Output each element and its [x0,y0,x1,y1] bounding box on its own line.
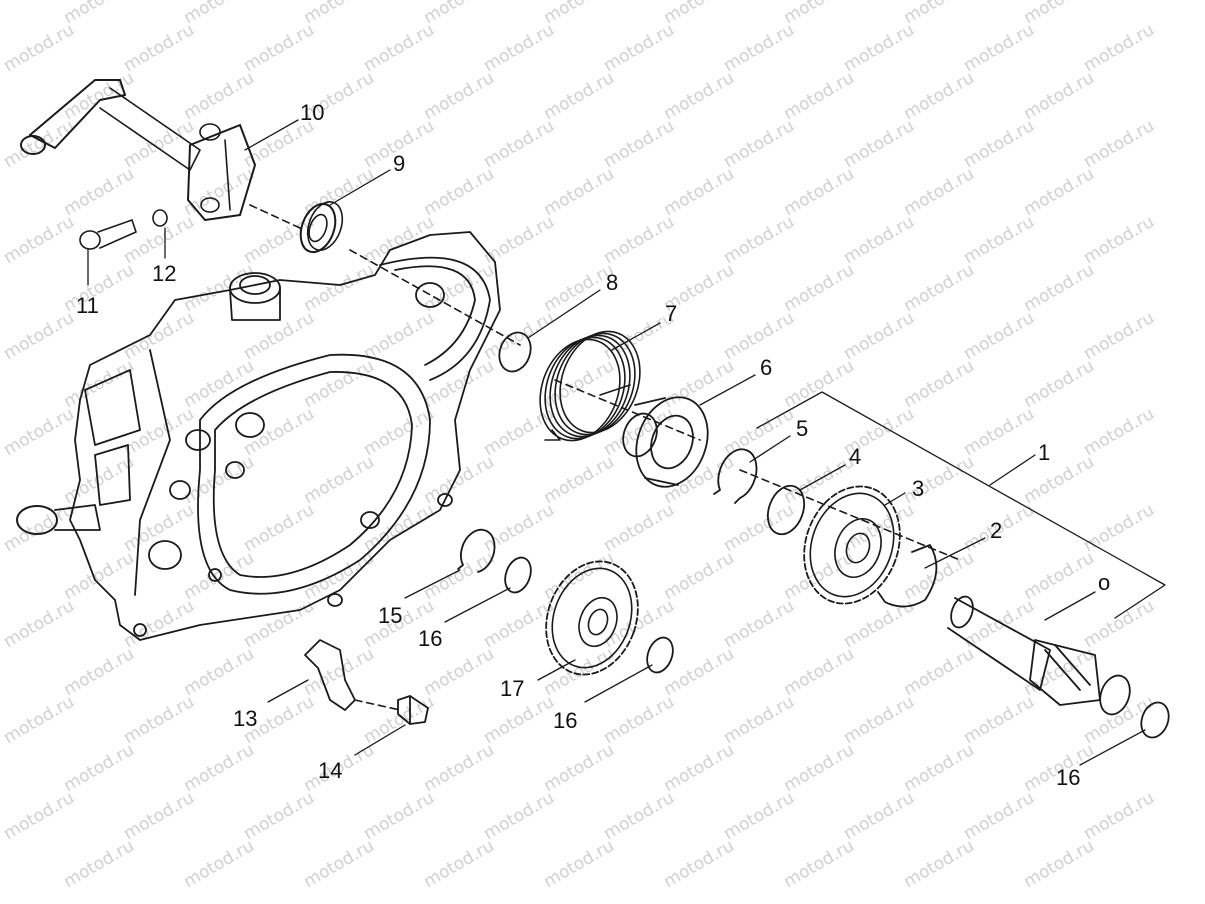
washer-12 [152,209,168,227]
callout-16-b: 16 [553,708,578,733]
callout-leaders [87,119,1146,766]
oil-seal-9 [299,201,344,254]
kick-spring-7 [539,330,641,442]
callout-1: 1 [1038,440,1051,465]
callout-6: 6 [760,355,773,380]
circlip-5 [713,448,758,504]
circlip-15 [457,528,496,573]
callout-3: 3 [912,476,925,501]
spring-clip-2 [877,544,938,608]
spring-guide-6 [622,396,709,488]
bolt-14 [397,695,429,725]
callout-11: 11 [76,293,99,318]
callout-o: o [1098,570,1111,595]
crankcase-cover [16,231,501,641]
washer-16c [1140,701,1170,739]
callout-15: 15 [378,603,403,628]
callout-13: 13 [233,706,258,731]
callout-17: 17 [500,676,525,701]
callout-12: 12 [152,261,177,286]
washer-8 [498,331,532,373]
stopper-plate-13 [304,639,356,711]
callout-14: 14 [318,758,343,783]
washer-16a [504,556,532,594]
callout-2: 2 [990,518,1003,543]
callout-10: 10 [300,100,325,125]
callout-8: 8 [606,270,619,295]
callout-16-a: 16 [418,626,443,651]
gear-17 [545,560,639,676]
kick-shaft [947,595,1131,716]
washer-16b [646,636,674,674]
callout-4: 4 [849,444,862,469]
kickstart-lever [20,79,256,221]
callout-9: 9 [393,151,406,176]
washer-4 [766,484,806,536]
assembly-lines [249,204,1166,711]
gear-3 [803,485,901,605]
callout-7: 7 [665,301,678,326]
callout-5: 5 [796,416,809,441]
bolt-11 [79,219,137,250]
callout-16-c: 16 [1056,765,1081,790]
